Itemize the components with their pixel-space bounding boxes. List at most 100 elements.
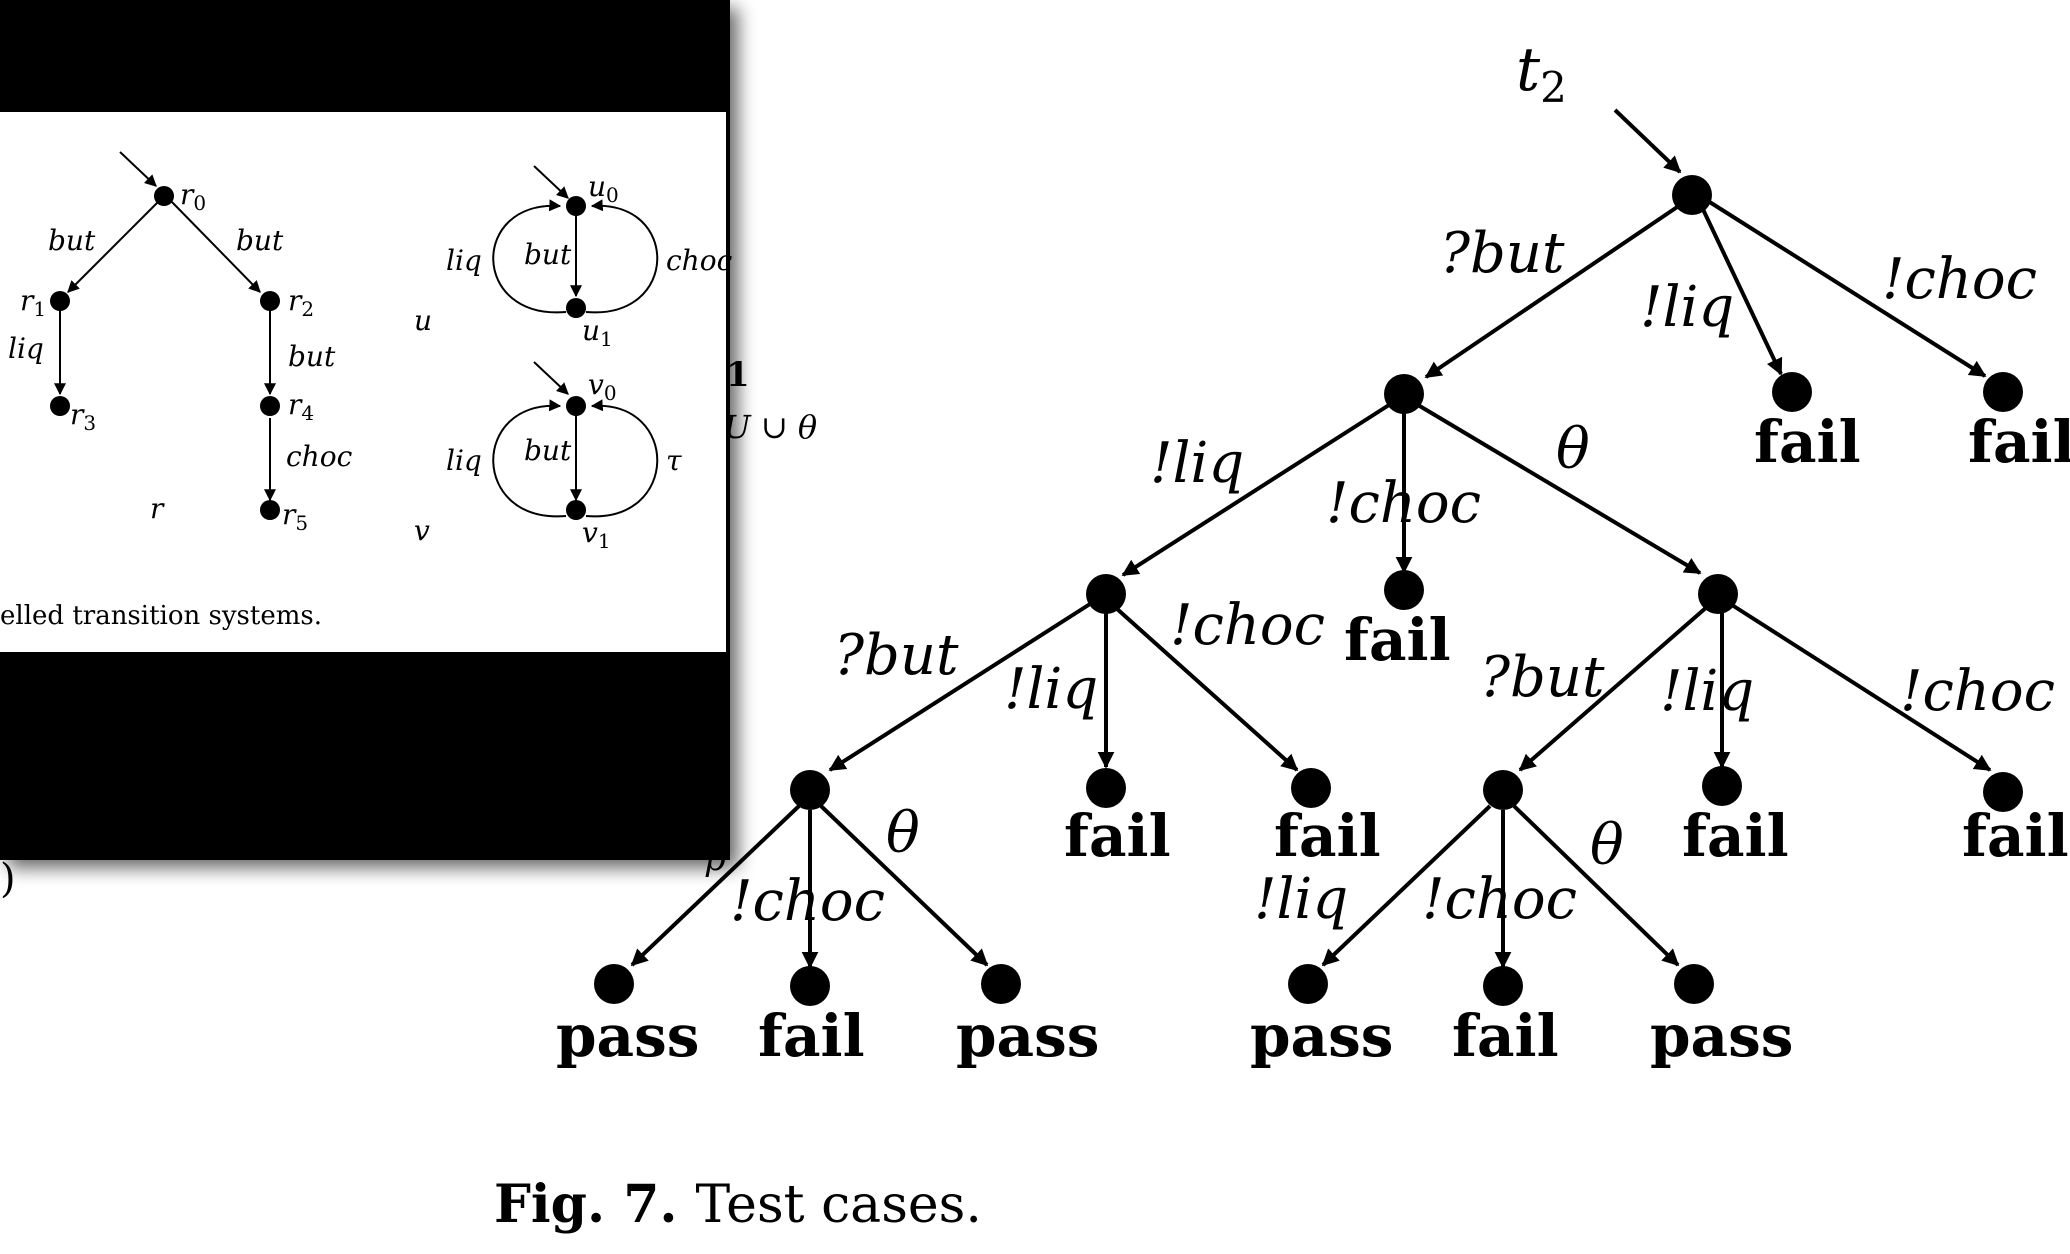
- label-choc: !choc: [1326, 471, 1481, 536]
- verdict-fail: fail: [1962, 802, 2069, 870]
- label-liq: !liq: [1004, 657, 1098, 722]
- r-label-choc: choc: [286, 440, 353, 473]
- label-but: ?but: [834, 623, 959, 688]
- label-choc: !choc: [1170, 593, 1325, 658]
- edge-d-pass2: [819, 804, 989, 967]
- label-theta: θ: [1556, 417, 1590, 482]
- r-state-label-0: r0: [180, 178, 206, 215]
- verdict-fail: fail: [1682, 802, 1789, 870]
- verdict-fail: fail: [1452, 1002, 1559, 1070]
- node-a: [1384, 374, 1424, 414]
- u-state-1: [566, 298, 586, 318]
- node-c: [1698, 574, 1738, 614]
- edge-a-c: [1416, 403, 1702, 575]
- verdict-pass: pass: [1650, 1002, 1793, 1070]
- verdict-fail: fail: [1064, 802, 1171, 870]
- label-choc: !choc: [1900, 659, 2055, 724]
- node-fail-6: [1702, 766, 1742, 806]
- r-state-3: [50, 396, 70, 416]
- u-state-0: [566, 196, 586, 216]
- node-d: [790, 770, 830, 810]
- u-label-choc: choc: [666, 244, 733, 277]
- verdict-fail: fail: [1344, 606, 1451, 674]
- u-name: u: [414, 304, 432, 337]
- background-fragments: 1 ₗU ∪ θ ) p: [0, 355, 817, 902]
- verdict-labels: fail fail fail fail fail fail fail pass …: [556, 408, 2070, 1070]
- r-state-label-2: r2: [288, 284, 314, 321]
- caption-line: Fig. 7. Test cases.: [494, 1174, 982, 1235]
- node-root: [1672, 175, 1712, 215]
- node-pass-2: [981, 964, 1021, 1004]
- edge-root-choc: [1706, 199, 1987, 378]
- label-liq: !liq: [1640, 275, 1734, 340]
- node-fail-1: [1772, 372, 1812, 412]
- r-state-4: [260, 396, 280, 416]
- r-state-5: [260, 500, 280, 520]
- v-label-tau: τ: [666, 444, 682, 477]
- r-label-but: but: [236, 224, 284, 257]
- fragment-one: 1: [726, 355, 750, 395]
- caption-text: Test cases.: [696, 1175, 982, 1235]
- edge-labels: ?but !liq !choc !liq !choc θ ?but !liq !…: [730, 221, 2055, 934]
- verdict-fail: fail: [1274, 802, 1381, 870]
- r-state-label-1: r1: [20, 284, 46, 321]
- node-fail-2: [1983, 372, 2023, 412]
- node-fail-8: [790, 966, 830, 1006]
- r-initial-arrow: [119, 151, 157, 187]
- r-state-1: [50, 291, 70, 311]
- u-edge-liq: [492, 199, 567, 314]
- v-initial-arrow: [533, 361, 569, 395]
- node-fail-5: [1291, 768, 1331, 808]
- label-liq: !liq: [1660, 659, 1754, 724]
- label-theta: θ: [886, 801, 920, 866]
- r-state-label-4: r4: [288, 388, 314, 425]
- node-pass-3: [1288, 964, 1328, 1004]
- v-label-liq: liq: [446, 444, 482, 477]
- r-label-but: but: [288, 340, 336, 373]
- edge-root-a: [1424, 195, 1694, 379]
- overlay-figure-area: [0, 112, 726, 652]
- label-choc: !choc: [730, 869, 885, 934]
- edge-b-d: [828, 602, 1092, 772]
- r-label-liq: liq: [8, 332, 44, 365]
- r-state-label-3: r3: [70, 398, 96, 435]
- lts-u: u0 u1 liq but choc u: [414, 165, 733, 351]
- label-but: ?but: [1440, 221, 1565, 286]
- u-initial-arrow: [533, 165, 569, 199]
- edge-c-e: [1518, 604, 1710, 772]
- edge-root-liq: [1698, 202, 1783, 376]
- u-edge-choc: [585, 199, 659, 314]
- node-e: [1483, 770, 1523, 810]
- caption-number: Fig. 7.: [494, 1174, 678, 1235]
- overlay-content: r0 r1 r2 r3 r4 r5 but but liq but choc r…: [0, 112, 733, 652]
- v-state-1: [566, 500, 586, 520]
- r-state-2: [260, 291, 280, 311]
- verdict-fail: fail: [758, 1002, 865, 1070]
- edge-e-pass1: [1321, 804, 1492, 967]
- lts-r: r0 r1 r2 r3 r4 r5 but but liq but choc r: [8, 151, 353, 535]
- v-edge-liq: [492, 399, 567, 518]
- node-fail-7: [1983, 772, 2023, 812]
- u-label-but: but: [524, 238, 572, 271]
- node-b: [1086, 574, 1126, 614]
- label-choc: !choc: [1882, 247, 2037, 312]
- edge-d-pass1: [630, 804, 801, 967]
- label-but: ?but: [1480, 645, 1605, 710]
- label-liq: !liq: [1254, 867, 1348, 932]
- verdict-pass: pass: [556, 1002, 699, 1070]
- label-liq: !liq: [1150, 431, 1244, 496]
- lts-v: v0 v1 liq but τ v: [414, 361, 682, 553]
- fragment-paren: ): [0, 856, 16, 902]
- v-state-0: [566, 396, 586, 416]
- edge-e-pass2: [1512, 804, 1680, 967]
- verdict-pass: pass: [956, 1002, 1099, 1070]
- v-state-label-0: v0: [588, 368, 617, 405]
- u-state-label-1: u1: [582, 314, 613, 351]
- v-edge-tau: [585, 399, 659, 518]
- r-state-0: [154, 186, 174, 206]
- tree-edges: [630, 195, 1992, 969]
- r-edge-0-1: [67, 199, 161, 293]
- edge-b-choc: [1114, 606, 1299, 772]
- v-label-but: but: [524, 434, 572, 467]
- verdict-fail: fail: [1968, 408, 2070, 476]
